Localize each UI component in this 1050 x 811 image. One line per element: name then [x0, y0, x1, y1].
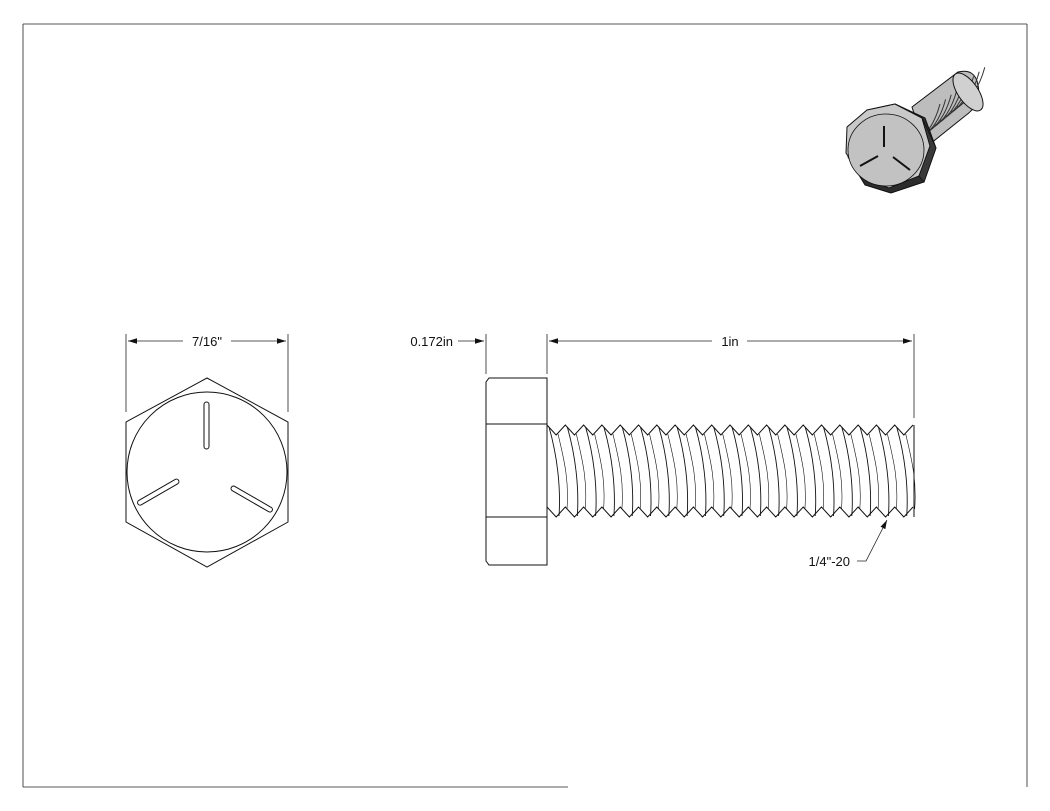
- head-marking-slot-left: [137, 478, 180, 506]
- thread-flank: [676, 426, 689, 517]
- length-label: 1in: [721, 334, 738, 349]
- thread-root: [868, 433, 879, 510]
- thread-root: [777, 433, 788, 510]
- thread-flank: [621, 426, 634, 517]
- head-width-label: 7/16": [192, 334, 222, 349]
- thread-root: [740, 433, 751, 510]
- iso-hex-head: [845, 103, 937, 194]
- thread-side: [546, 424, 916, 518]
- thread-flank: [823, 426, 835, 517]
- thread-root: [832, 433, 843, 510]
- thread-flank: [603, 426, 615, 517]
- thread-flank: [877, 426, 890, 517]
- thread-flank: [694, 426, 707, 517]
- thread-callout: 1/4"-20: [809, 519, 888, 569]
- bolt-side-view: [485, 377, 916, 566]
- iso-thread-ring: [928, 90, 958, 131]
- thread-crest-bottom: [546, 506, 914, 518]
- dimension-head-height: 0.172in: [410, 334, 548, 374]
- head-front-view: [125, 377, 289, 568]
- thread-flank: [859, 426, 872, 517]
- thread-label: 1/4"-20: [809, 554, 850, 569]
- thread-root: [612, 433, 623, 510]
- hex-head-side: [485, 377, 548, 566]
- thread-root: [722, 433, 733, 510]
- dimension-head-width: 7/16": [125, 334, 289, 412]
- thread-flank: [768, 426, 780, 517]
- thread-root: [887, 433, 898, 510]
- thread-flank: [804, 426, 817, 517]
- thread-flank: [640, 426, 652, 517]
- dimension-length: 1in: [549, 334, 915, 418]
- thread-flank: [749, 426, 762, 517]
- thread-root: [704, 433, 715, 510]
- thread-flank: [786, 426, 798, 517]
- thread-root: [630, 433, 641, 510]
- thread-flank: [658, 426, 670, 517]
- thread-root: [759, 433, 770, 510]
- thread-flank: [585, 426, 597, 517]
- thread-root: [685, 433, 696, 510]
- thread-flank: [731, 426, 743, 517]
- head-height-label: 0.172in: [410, 334, 453, 349]
- thread-flank: [713, 426, 725, 517]
- thread-flank: [896, 426, 908, 517]
- thread-flank: [548, 426, 560, 517]
- thread-flank: [841, 426, 853, 517]
- thread-crest-top: [546, 424, 914, 436]
- thread-root: [667, 433, 678, 510]
- thread-root: [795, 433, 806, 510]
- thread-root: [557, 433, 568, 510]
- head-marking-slot-top: [203, 401, 210, 450]
- head-marking-slot-right: [230, 485, 273, 513]
- isometric-view: [845, 67, 986, 194]
- thread-root: [576, 433, 587, 510]
- thread-root: [594, 433, 605, 510]
- thread-root: [649, 433, 660, 510]
- thread-root: [850, 433, 861, 510]
- thread-flank: [566, 426, 579, 517]
- sheet-border: [22, 23, 1028, 788]
- thread-root: [813, 433, 824, 510]
